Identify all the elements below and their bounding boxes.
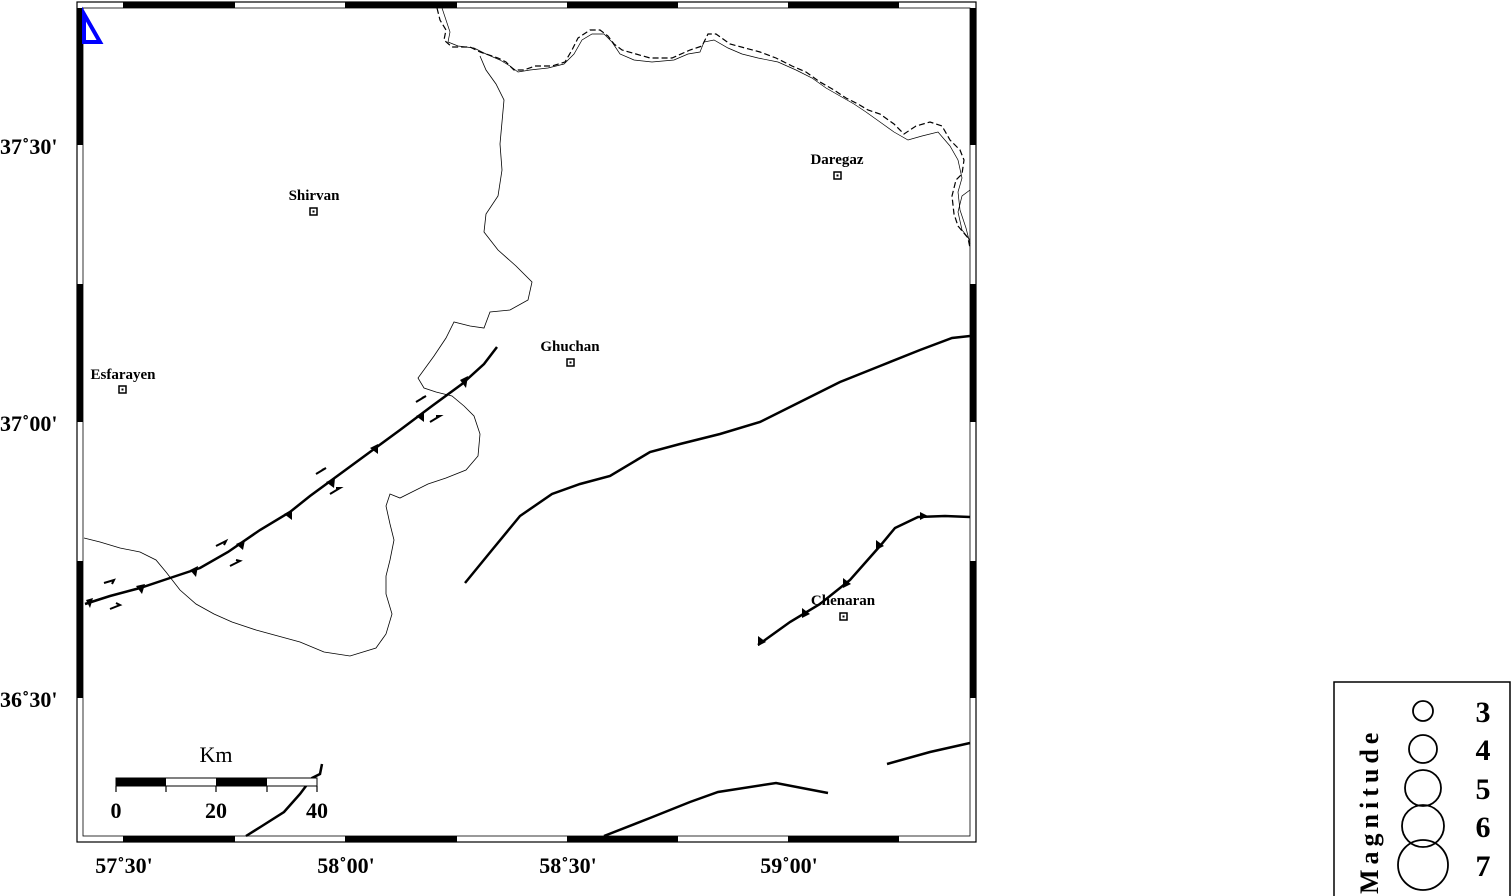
country-border-dashed (436, 7, 971, 249)
city-label-ghuchan: Ghuchan (540, 339, 600, 355)
lon-label-59-00: 59˚00' (760, 853, 817, 878)
city-esfarayen: Esfarayen (91, 367, 157, 394)
country-border-solid-2 (957, 189, 971, 241)
fault-south-2 (886, 741, 971, 766)
country-border-solid (441, 7, 971, 245)
scale-tick-40: 40 (306, 798, 328, 823)
station-triangle-icon (82, 6, 104, 44)
lon-label-58-30: 58˚30' (539, 853, 596, 878)
scale-tick-20: 20 (205, 798, 227, 823)
scale-unit-label: Km (200, 742, 233, 767)
city-label-shirvan: Shirvan (289, 188, 341, 204)
legend-circle-mag-4 (1408, 734, 1438, 764)
legend-label-mag-7: 7 (1476, 850, 1491, 883)
thrust-teeth-chenaran (758, 512, 928, 646)
fault-central (464, 334, 971, 584)
scale-tick-0: 0 (111, 798, 122, 823)
lat-label-37-00: 37˚00' (0, 411, 57, 436)
legend-label-mag-6: 6 (1476, 811, 1491, 844)
lat-label-37-30: 37˚30' (0, 134, 57, 159)
legend-circle-mag-5 (1404, 769, 1442, 807)
city-label-chenaran: Chenaran (811, 593, 876, 609)
cities: Shirvan Daregaz Ghuchan Esfarayen Chenar… (91, 152, 876, 621)
city-label-daregaz: Daregaz (810, 152, 863, 168)
thrust-fault-main (84, 346, 498, 606)
city-label-esfarayen: Esfarayen (91, 367, 157, 383)
lon-label-57-30: 57˚30' (95, 853, 152, 878)
legend-circle-mag-7 (1397, 839, 1449, 891)
magnitude-legend: Magnitude 3 4 5 6 7 (1333, 681, 1511, 896)
thrust-teeth-main (86, 376, 468, 608)
city-shirvan: Shirvan (289, 188, 341, 216)
lat-label-36-30: 36˚30' (0, 687, 57, 712)
province-boundary (83, 55, 533, 657)
legend-circle-mag-3 (1412, 700, 1434, 722)
lon-label-58-00: 58˚00' (317, 853, 374, 878)
longitude-labels: 57˚30' 58˚00' 58˚30' 59˚00' (95, 853, 817, 878)
legend-title: Magnitude (1355, 728, 1384, 894)
legend-label-mag-5: 5 (1476, 773, 1491, 806)
fault-southwest (245, 763, 324, 838)
latitude-labels: 37˚30' 37˚00' 36˚30' (0, 134, 57, 712)
legend-label-mag-3: 3 (1476, 696, 1491, 729)
fault-south-1 (603, 781, 829, 838)
scale-bar: Km 0 20 40 (111, 742, 329, 823)
legend-circle-mag-6 (1401, 804, 1445, 848)
map-frame (76, 1, 977, 843)
legend-label-mag-4: 4 (1476, 734, 1491, 767)
city-chenaran: Chenaran (811, 593, 876, 621)
city-ghuchan: Ghuchan (540, 339, 600, 367)
city-daregaz: Daregaz (810, 152, 864, 180)
strike-slip-arrows (103, 395, 444, 610)
thrust-fault-chenaran (757, 514, 971, 647)
